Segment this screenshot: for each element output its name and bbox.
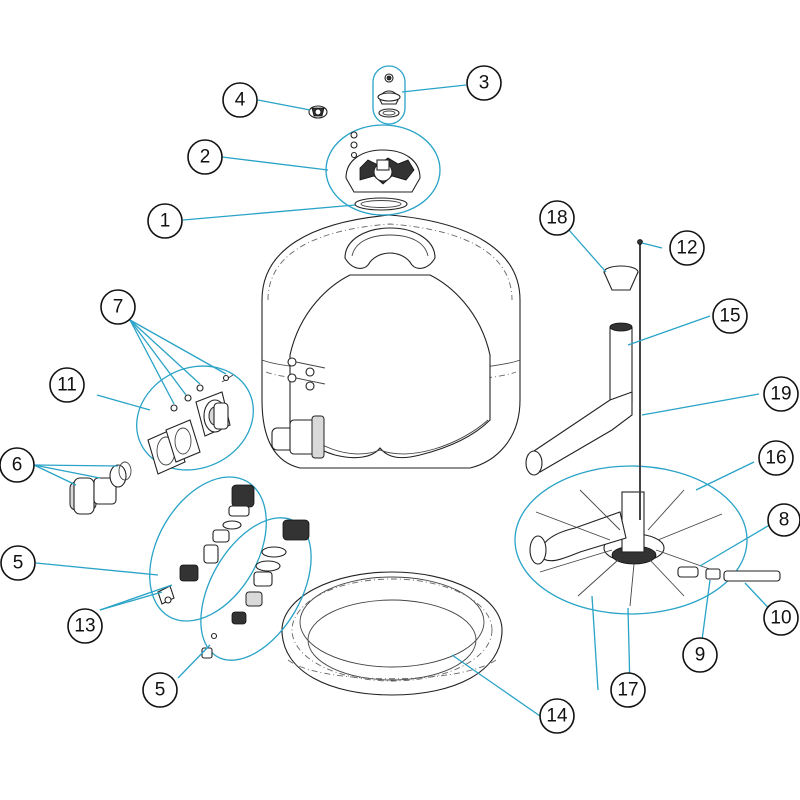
leader-lines — [33, 84, 779, 717]
standpipe — [525, 322, 633, 476]
svg-text:18: 18 — [546, 208, 567, 229]
svg-text:19: 19 — [770, 384, 791, 405]
callout-12: 12 — [669, 230, 705, 266]
callout-13: 13 — [67, 608, 103, 644]
svg-text:10: 10 — [770, 608, 791, 629]
callout-5-upper: 5 — [0, 545, 36, 581]
svg-text:11: 11 — [57, 375, 77, 396]
valve-kit-upper — [149, 476, 267, 622]
callout-2: 2 — [187, 139, 223, 175]
callout-8: 8 — [767, 503, 800, 537]
gauge-assembly — [372, 65, 406, 125]
lid-assembly — [325, 124, 441, 216]
vent-tube — [637, 239, 643, 520]
tank-base — [281, 571, 503, 696]
svg-text:12: 12 — [676, 238, 697, 259]
svg-text:6: 6 — [12, 455, 23, 476]
air-valve — [308, 105, 328, 119]
svg-text:4: 4 — [235, 90, 246, 111]
callout-19: 19 — [763, 376, 799, 412]
svg-text:2: 2 — [200, 147, 211, 168]
svg-text:14: 14 — [546, 706, 568, 727]
callout-9: 9 — [682, 637, 718, 673]
funnel — [603, 265, 639, 291]
callout-4: 4 — [222, 82, 258, 118]
callout-3: 3 — [466, 65, 502, 101]
callout-1: 1 — [147, 203, 183, 239]
callout-17: 17 — [610, 672, 646, 708]
callout-10: 10 — [763, 600, 799, 636]
svg-text:1: 1 — [160, 211, 171, 232]
lateral-assembly — [514, 465, 781, 615]
callout-18: 18 — [539, 200, 575, 236]
svg-text:5: 5 — [155, 680, 166, 701]
svg-text:7: 7 — [113, 297, 124, 318]
svg-text:5: 5 — [13, 553, 24, 574]
filter-tank — [261, 214, 521, 469]
callout-15: 15 — [712, 298, 748, 334]
svg-text:3: 3 — [479, 73, 490, 94]
svg-text:17: 17 — [617, 680, 638, 701]
callout-7: 7 — [100, 289, 136, 325]
flange-assembly — [136, 365, 254, 475]
union-fitting — [69, 461, 132, 515]
svg-text:8: 8 — [779, 510, 790, 531]
callout-16: 16 — [758, 440, 794, 476]
svg-text:15: 15 — [719, 306, 740, 327]
callout-5-lower: 5 — [142, 672, 178, 708]
svg-text:16: 16 — [765, 448, 786, 469]
callout-6: 6 — [0, 447, 35, 483]
valve-kit-lower — [200, 517, 312, 661]
callout-14: 14 — [539, 698, 575, 734]
svg-text:9: 9 — [695, 645, 706, 666]
callout-11: 11 — [49, 367, 85, 403]
svg-text:13: 13 — [74, 616, 95, 637]
